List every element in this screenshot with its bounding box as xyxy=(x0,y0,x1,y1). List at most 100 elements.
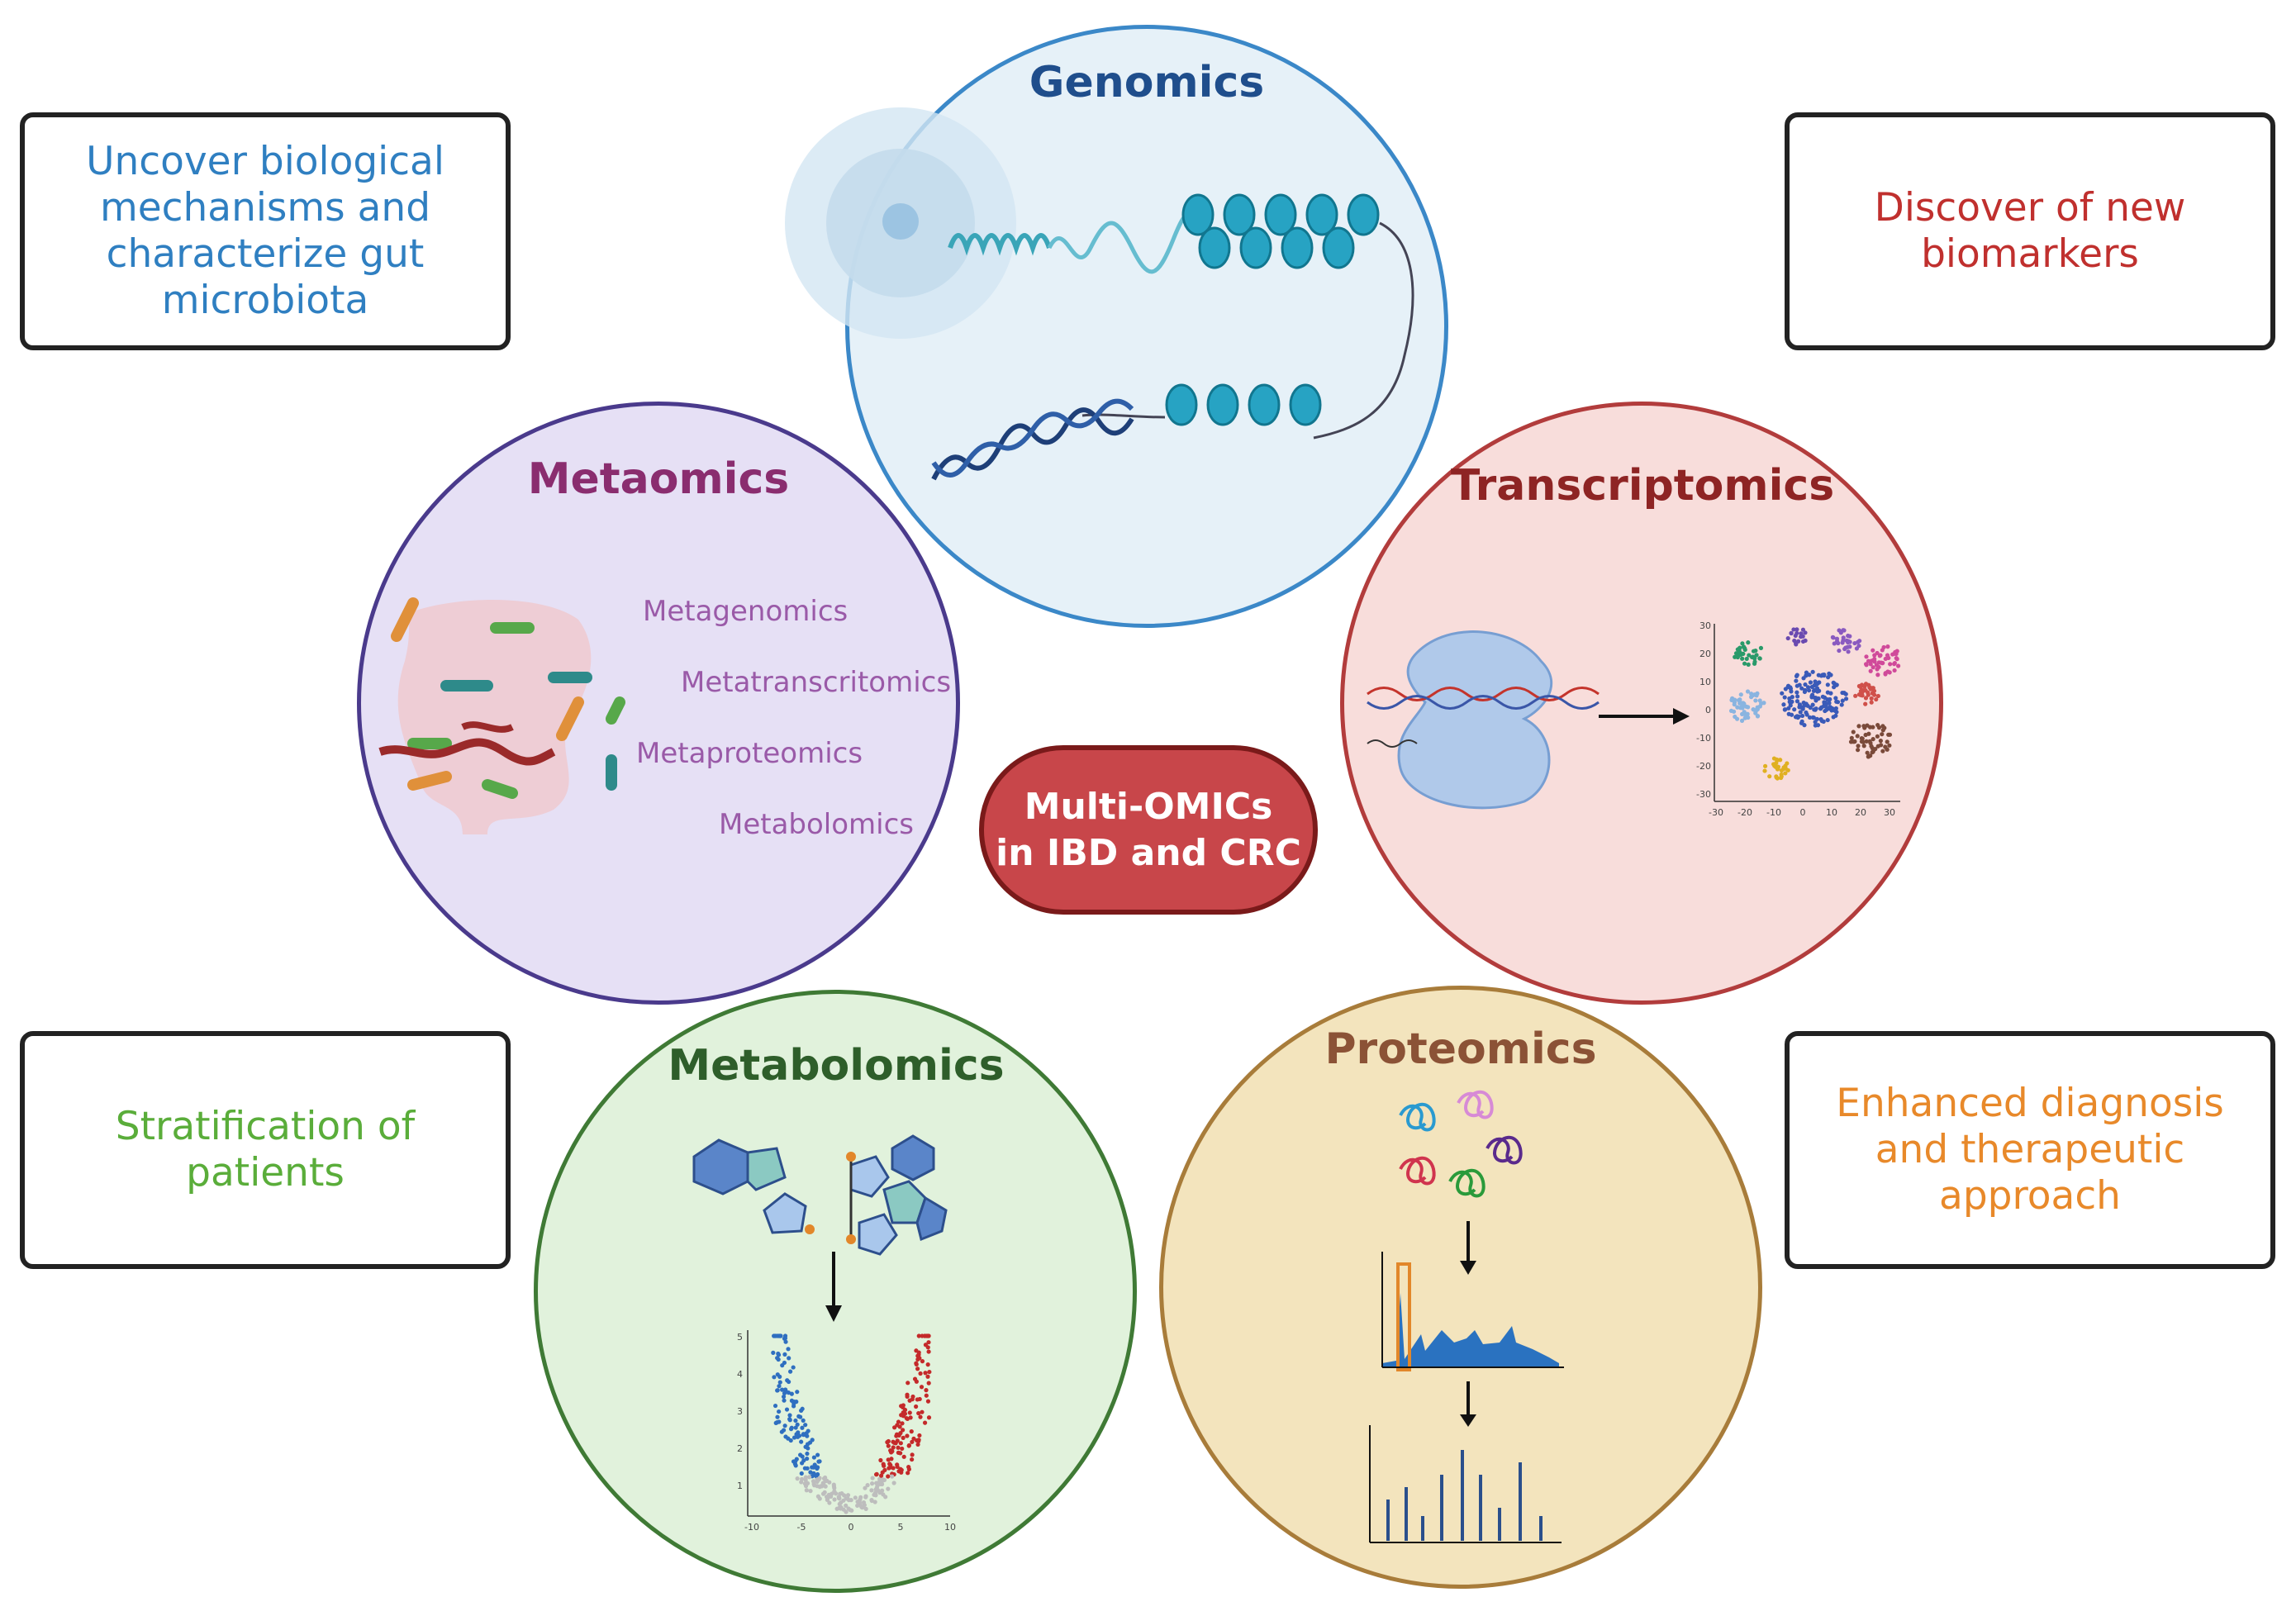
volcano-point xyxy=(916,1333,921,1338)
volcano-point xyxy=(811,1455,816,1460)
volcano-point xyxy=(844,1503,849,1508)
tsne-point xyxy=(1888,662,1893,667)
tsne-point xyxy=(1875,722,1880,728)
volcano-point xyxy=(777,1384,782,1389)
tsne-point xyxy=(1871,648,1875,653)
volcano-point xyxy=(872,1492,877,1497)
tsne-point xyxy=(1774,775,1779,780)
center-multi-omics-label: Multi-OMICs in IBD and CRC xyxy=(979,745,1318,915)
volcano-point xyxy=(898,1441,903,1446)
tsne-tick-y: 30 xyxy=(1699,620,1711,631)
volcano-point xyxy=(915,1357,920,1362)
tsne-point xyxy=(1794,690,1799,695)
volcano-point xyxy=(791,1365,796,1370)
proteomics-title: Proteomics xyxy=(1324,1024,1597,1074)
chromatogram xyxy=(1381,1252,1564,1371)
tsne-point xyxy=(1850,739,1856,744)
volcano-point xyxy=(794,1400,799,1404)
volcano-point xyxy=(836,1495,842,1501)
volcano-point xyxy=(783,1387,788,1392)
volcano-point xyxy=(901,1414,906,1419)
volcano-point xyxy=(788,1438,793,1443)
metabolite-structures xyxy=(692,1134,948,1256)
tsne-point xyxy=(1840,698,1845,703)
tsne-point xyxy=(1875,744,1880,749)
volcano-point xyxy=(807,1475,812,1480)
tsne-point xyxy=(1800,627,1806,632)
volcano-point xyxy=(782,1360,787,1366)
tsne-point xyxy=(1783,771,1788,776)
tsne-point xyxy=(1835,700,1841,705)
tsne-point xyxy=(1739,701,1744,706)
tsne-point xyxy=(1834,636,1840,641)
volcano-point xyxy=(869,1497,874,1503)
volcano-point xyxy=(916,1410,921,1416)
tsne-tick-y: -20 xyxy=(1696,761,1711,772)
tsne-point xyxy=(1794,642,1799,647)
tsne-point xyxy=(1799,713,1805,719)
tsne-point xyxy=(1810,669,1815,674)
volcano-point xyxy=(789,1391,794,1396)
volcano-point xyxy=(798,1452,803,1457)
volcano-point xyxy=(915,1397,920,1402)
volcano-point xyxy=(905,1394,910,1400)
gut-microbiota-illustration xyxy=(378,597,625,834)
tsne-point xyxy=(1785,768,1790,772)
volcano-point xyxy=(917,1433,922,1438)
tsne-point xyxy=(1781,702,1786,707)
tsne-point xyxy=(1818,673,1824,678)
tsne-point xyxy=(1841,635,1846,640)
tsne-point xyxy=(1858,692,1863,697)
volcano-point xyxy=(786,1347,791,1352)
tsne-point xyxy=(1832,641,1837,646)
tsne-point xyxy=(1794,714,1799,719)
volcano-point xyxy=(772,1403,778,1409)
volcano-point xyxy=(782,1390,787,1395)
volcano-point xyxy=(898,1466,903,1471)
tsne-point xyxy=(1785,635,1790,641)
volcano-point xyxy=(793,1418,798,1424)
volcano-point xyxy=(800,1406,805,1411)
volcano-point xyxy=(922,1420,928,1425)
tsne-point xyxy=(1793,633,1798,639)
volcano-point xyxy=(896,1445,901,1450)
volcano-point xyxy=(927,1369,932,1375)
tsne-point xyxy=(1745,711,1750,716)
tsne-point xyxy=(1840,640,1845,645)
tsne-point xyxy=(1753,708,1758,714)
tsne-point xyxy=(1792,638,1797,644)
tsne-point xyxy=(1790,695,1794,700)
tsne-point xyxy=(1866,731,1871,736)
volcano-point xyxy=(874,1481,879,1485)
metabolomics-title: Metabolomics xyxy=(668,1041,1005,1091)
tsne-tick-x: 10 xyxy=(1826,807,1837,818)
tsne-point xyxy=(1864,654,1869,659)
volcano-point xyxy=(925,1362,930,1367)
volcano-point xyxy=(915,1442,920,1447)
chromatin-illustration xyxy=(785,107,1414,481)
volcano-point xyxy=(772,1333,778,1338)
tsne-tick-x: 20 xyxy=(1855,807,1866,818)
tsne-point xyxy=(1814,706,1818,711)
arrow-down-icon-2 xyxy=(1460,1221,1476,1275)
volcano-point xyxy=(924,1388,929,1393)
volcano-point xyxy=(925,1333,929,1338)
volcano-point xyxy=(791,1435,797,1440)
tsne-point xyxy=(1818,717,1823,722)
tsne-tick-x: -10 xyxy=(1766,807,1781,818)
tsne-point xyxy=(1808,680,1814,685)
volcano-point xyxy=(839,1491,844,1496)
volcano-point xyxy=(861,1500,867,1505)
volcano-point xyxy=(926,1381,931,1385)
volcano-point xyxy=(914,1404,919,1409)
volcano-point xyxy=(816,1459,821,1464)
tsne-point xyxy=(1794,673,1799,679)
tsne-point xyxy=(1875,734,1880,739)
volcano-point xyxy=(788,1369,793,1374)
tsne-point xyxy=(1803,630,1808,635)
volcano-point xyxy=(905,1433,910,1438)
ribosome-illustration xyxy=(1367,630,1600,810)
